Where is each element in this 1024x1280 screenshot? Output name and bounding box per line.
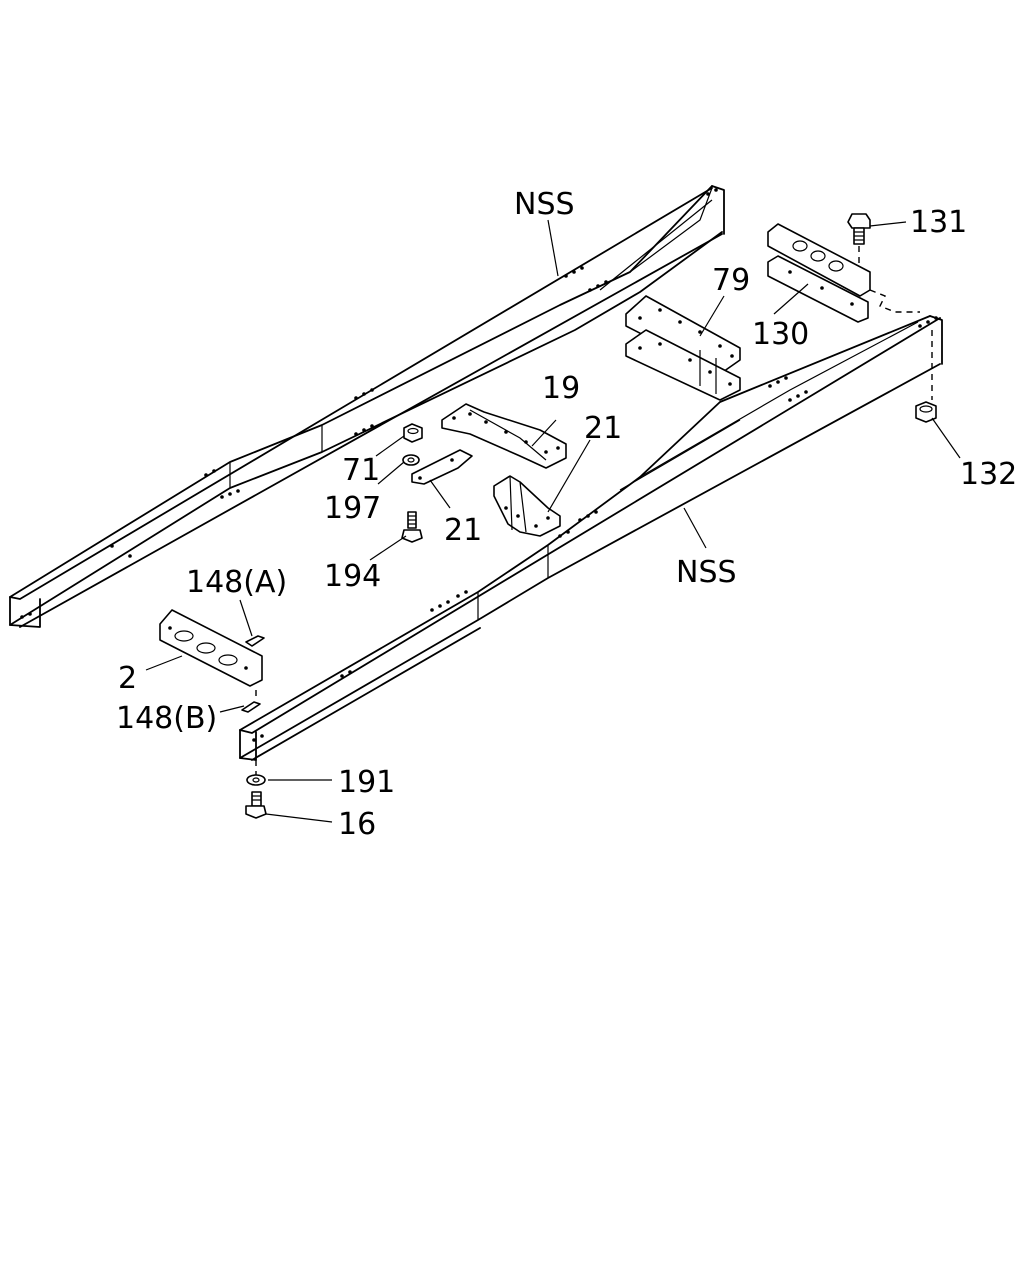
- right-rail-holes: [252, 316, 938, 742]
- part-130-rear-bracket: [767, 223, 933, 400]
- label-21-right: 21: [584, 411, 622, 446]
- label-71: 71: [342, 453, 380, 488]
- label-132: 132: [960, 457, 1017, 492]
- part-197-washer: [402, 454, 420, 466]
- label-21-left: 21: [444, 513, 482, 548]
- part-71-nut: [403, 423, 423, 443]
- part-132-nut: [915, 401, 937, 423]
- part-19-crossmember: [441, 403, 567, 469]
- label-16: 16: [338, 807, 376, 842]
- label-148a: 148(A): [186, 565, 287, 600]
- label-nss-lower: NSS: [676, 555, 737, 590]
- part-21-right-gusset: [493, 475, 561, 537]
- label-2: 2: [118, 661, 137, 696]
- right-side-rail: [239, 315, 943, 761]
- part-191-washer: [246, 774, 266, 786]
- label-19: 19: [542, 371, 580, 406]
- part-79-plates: [625, 295, 741, 401]
- part-148a-shim: [245, 635, 265, 647]
- part-2-front-crossmember: [159, 609, 263, 687]
- left-side-rail: [9, 185, 725, 628]
- left-rail-holes: [20, 188, 718, 619]
- label-nss-upper: NSS: [514, 187, 575, 222]
- label-191: 191: [338, 765, 395, 800]
- label-130: 130: [752, 317, 809, 352]
- label-197: 197: [324, 491, 381, 526]
- part-labels: NSS 131 79 130 132 19 21 71 197 21 194 N…: [116, 187, 1017, 842]
- part-131-bolt: [847, 213, 871, 266]
- label-194: 194: [324, 559, 381, 594]
- part-16-bolt: [245, 791, 267, 819]
- label-148b: 148(B): [116, 701, 217, 736]
- label-131: 131: [910, 205, 967, 240]
- part-194-bolt: [401, 511, 423, 543]
- part-21-left-bracket: [411, 449, 473, 485]
- leader-lines: [145, 219, 961, 823]
- part-148b-shim: [241, 701, 261, 713]
- label-79: 79: [712, 263, 750, 298]
